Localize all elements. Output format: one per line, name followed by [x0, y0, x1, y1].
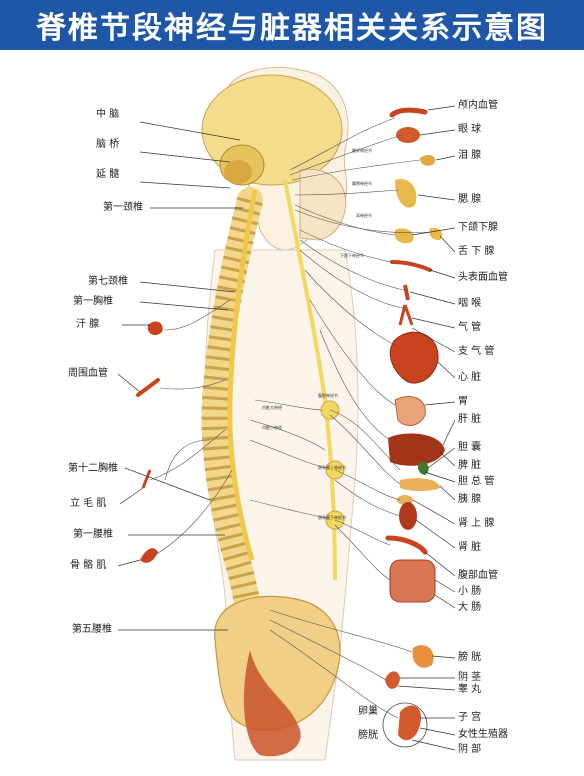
label-lacrimal-gland: 泪 腺: [458, 150, 482, 161]
label-pancreas: 胰 腺: [458, 494, 482, 505]
label-pharynx: 咽 喉: [458, 298, 482, 309]
left-leader-lines: [117, 121, 243, 631]
skeletal-muscle: [140, 548, 158, 563]
spinal-cord: [227, 189, 258, 561]
label-liver: 肝 脏: [458, 414, 482, 425]
label-l5: 第五腰椎: [72, 624, 112, 635]
label-ciliary-ganglion: 睫状神经节: [352, 148, 372, 153]
label-pterygopalatine-ganglion: 翼腭神经节: [352, 181, 372, 186]
label-sup-mesenteric-ganglion: 肠系膜上神经节: [318, 465, 346, 470]
arrector-muscle: [141, 469, 152, 489]
label-large-intestine: 大 肠: [458, 602, 482, 613]
right-leader-lines: [397, 105, 456, 751]
label-t1: 第一胸椎: [73, 296, 113, 307]
label-uterus: 子 宫: [458, 712, 482, 723]
label-skeletal-muscle: 骨 骼 肌: [70, 560, 107, 571]
pancreas: [400, 478, 440, 491]
label-trachea: 气 管: [458, 322, 482, 333]
label-female-genitals: 女性生殖器: [458, 729, 508, 740]
label-intracranial-vessel: 颅内血管: [458, 100, 498, 111]
page-title: 脊椎节段神经与脏器相关关系示意图: [36, 11, 548, 46]
heart: [389, 331, 439, 384]
label-parotid-gland: 腮 腺: [458, 194, 482, 205]
label-medulla: 延 髓: [96, 169, 120, 180]
label-bladder-female: 膀胱: [358, 730, 378, 741]
label-lesser-splanchnic: 内脏小神经: [262, 425, 282, 430]
pharynx: [403, 284, 410, 301]
label-c7: 第七颈椎: [88, 276, 128, 287]
kidney: [399, 502, 417, 530]
intestines: [389, 559, 436, 603]
label-bile-duct: 胆 总 管: [458, 476, 495, 487]
label-l1: 第一腰椎: [73, 529, 113, 540]
label-pudendum: 阴 部: [458, 744, 482, 755]
label-gallbladder: 胆 囊: [458, 442, 482, 453]
label-t12: 第十二胸椎: [68, 463, 118, 474]
peripheral-vessel: [136, 378, 160, 397]
head-surface-vessel: [390, 260, 432, 272]
intracranial-vessel: [389, 107, 428, 118]
label-testis: 睾 丸: [458, 684, 482, 695]
liver: [388, 433, 445, 466]
label-spleen: 脾 脏: [458, 460, 482, 471]
label-bladder: 膀 胱: [458, 652, 482, 663]
label-celiac-ganglion: 腹腔神经节: [318, 393, 338, 398]
gallbladder: [417, 461, 429, 475]
label-abdominal-vessel: 腹部血管: [458, 570, 498, 581]
label-submandibular-gland: 下颌下腺: [458, 222, 498, 233]
anatomy-illustration: [117, 66, 456, 761]
face-outline: [299, 168, 347, 241]
diagram-canvas: 中 脑 脑 桥 延 髓 第一颈椎 第七颈椎 第一胸椎 汗 腺 周围血管 第十二胸…: [0, 50, 584, 776]
label-kidney: 肾 脏: [458, 542, 482, 553]
label-bronchi: 支 气 管: [458, 346, 495, 357]
label-eyeball: 眼 球: [458, 124, 482, 135]
label-small-intestine: 小 肠: [458, 586, 482, 597]
eyeball: [396, 127, 420, 143]
label-inf-mesenteric-ganglion: 肠系膜下神经节: [318, 515, 346, 520]
penis: [385, 671, 400, 689]
parotid-gland: [395, 179, 417, 208]
title-bar: 脊椎节段神经与脏器相关关系示意图: [0, 0, 584, 50]
label-sublingual-gland: 舌 下 腺: [458, 246, 495, 257]
abdominal-vessel: [385, 535, 428, 555]
gluteal-muscle: [243, 650, 301, 757]
female-organs: [398, 705, 421, 741]
label-greater-splanchnic: 内脏大神经: [262, 405, 282, 410]
label-otic-ganglion: 耳神经节: [356, 213, 372, 218]
sweat-gland: [147, 321, 163, 336]
cerebellum: [224, 160, 252, 184]
nerve-network: [149, 117, 433, 719]
stomach: [394, 396, 426, 426]
label-pons: 脑 桥: [96, 139, 120, 150]
submandibular-gland: [394, 228, 414, 244]
label-adrenal-gland: 肾 上 腺: [458, 518, 495, 529]
lacrimal-gland: [420, 154, 435, 166]
label-peripheral-vessel: 周围血管: [68, 368, 108, 379]
bronchi: [398, 304, 414, 326]
female-organs-circle: [382, 702, 428, 748]
label-heart: 心 脏: [458, 372, 482, 383]
label-penis: 阴 茎: [458, 672, 482, 683]
label-head-surface-vessel: 头表面血管: [458, 272, 508, 283]
bladder: [412, 645, 434, 668]
label-arrector-muscle: 立 毛 肌: [70, 498, 107, 509]
label-ovary: 卵巢: [358, 706, 378, 717]
label-midbrain: 中 脑: [96, 109, 120, 120]
sublingual-gland: [429, 227, 443, 240]
label-stomach: 胃: [458, 396, 468, 407]
label-sweat-gland: 汗 腺: [76, 319, 100, 330]
label-c1: 第一颈椎: [103, 202, 143, 213]
label-submandibular-ganglion: 下颌下神经节: [340, 253, 364, 258]
